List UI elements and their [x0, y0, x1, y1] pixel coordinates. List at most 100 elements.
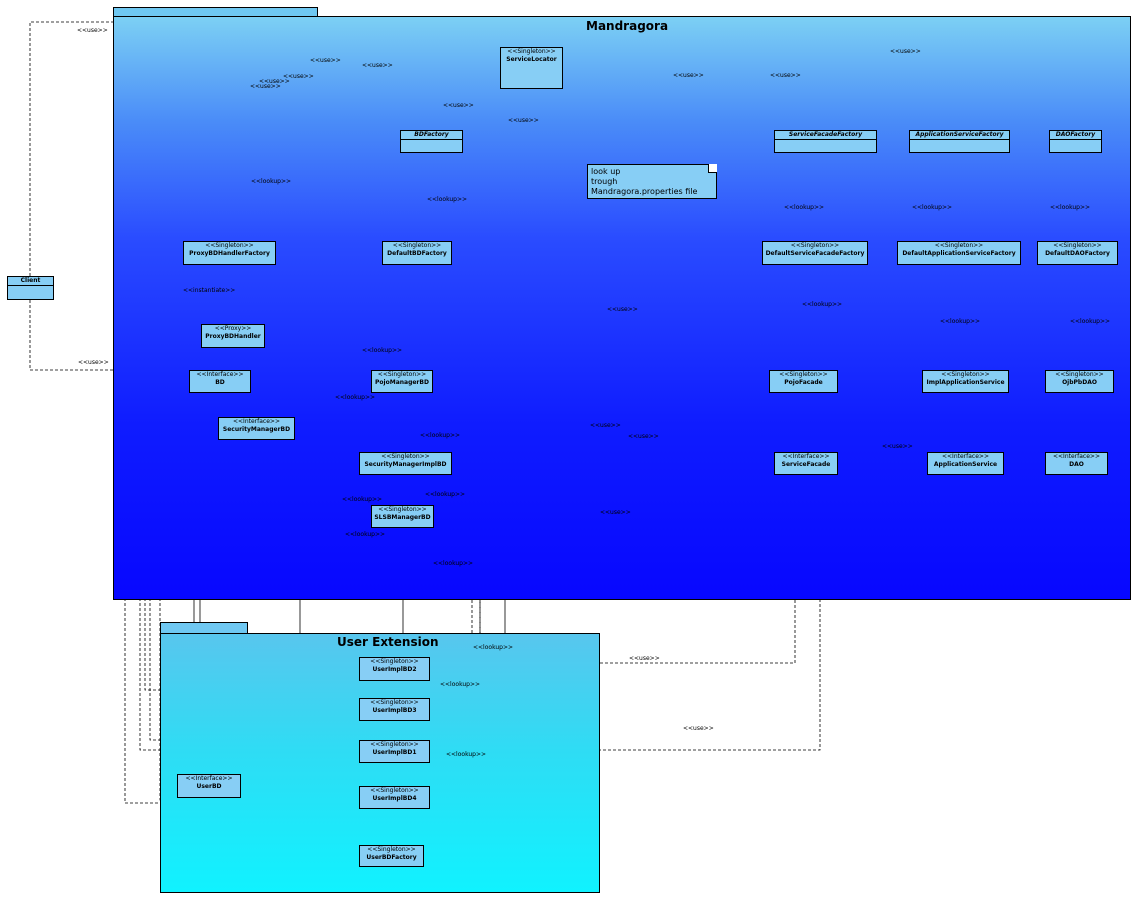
class-client[interactable]: Client: [7, 276, 54, 300]
class-service-facade-stereotype: <<Interface>>: [782, 453, 830, 460]
class-user-bd-factory-stereotype: <<Singleton>>: [367, 846, 416, 853]
label-use-client-bd: <<use>>: [78, 359, 109, 366]
class-slsb-manager-bd-name: SLSBManagerBD: [374, 514, 431, 521]
label-lookup-2: <<lookup>>: [427, 196, 468, 203]
class-bd[interactable]: <<Interface>> BD: [189, 370, 251, 393]
class-security-manager-bd-name: SecurityManagerBD: [222, 426, 291, 433]
package-mandragora-tab: [113, 7, 318, 17]
note-line-2: trough: [591, 177, 618, 186]
note-line-3: Mandragora.properties file: [591, 187, 698, 196]
label-use-6: <<use>>: [673, 72, 704, 79]
class-service-facade-factory[interactable]: ServiceFacadeFactory: [774, 130, 877, 153]
label-use-14: <<use>>: [882, 443, 913, 450]
label-use-17: <<use>>: [683, 725, 714, 732]
label-use-7: <<use>>: [770, 72, 801, 79]
class-security-manager-bd[interactable]: <<Interface>> SecurityManagerBD: [218, 417, 295, 440]
label-lookup-1: <<lookup>>: [251, 178, 292, 185]
class-user-impl-bd2[interactable]: <<Singleton>> UserImplBD2: [359, 657, 430, 681]
label-use-13: <<use>>: [628, 433, 659, 440]
class-ojb-pb-dao[interactable]: <<Singleton>> OjbPbDAO: [1045, 370, 1114, 393]
class-user-impl-bd1[interactable]: <<Singleton>> UserImplBD1: [359, 740, 430, 763]
class-slsb-manager-bd[interactable]: <<Singleton>> SLSBManagerBD: [371, 505, 434, 528]
class-bd-factory[interactable]: BDFactory: [400, 130, 463, 153]
class-default-dao-factory[interactable]: <<Singleton>> DefaultDAOFactory: [1037, 241, 1118, 265]
class-dao-factory[interactable]: DAOFactory: [1049, 130, 1102, 153]
class-default-service-facade-factory[interactable]: <<Singleton>> DefaultServiceFacadeFactor…: [762, 241, 868, 265]
class-impl-application-service-stereotype: <<Singleton>>: [941, 371, 990, 378]
label-use-3: <<use>>: [283, 73, 314, 80]
class-default-bd-factory-name: DefaultBDFactory: [387, 250, 447, 257]
class-impl-application-service[interactable]: <<Singleton>> ImplApplicationService: [922, 370, 1009, 393]
class-default-bd-factory[interactable]: <<Singleton>> DefaultBDFactory: [382, 241, 452, 265]
class-service-locator[interactable]: <<Singleton>> ServiceLocator: [500, 47, 563, 89]
class-bd-name: BD: [215, 379, 225, 386]
class-user-impl-bd2-stereotype: <<Singleton>>: [370, 658, 419, 665]
class-proxy-bd-handler-factory-stereotype: <<Singleton>>: [205, 242, 254, 249]
label-lookup-15: <<lookup>>: [433, 560, 474, 567]
class-proxy-bd-handler-stereotype: <<Proxy>>: [214, 325, 252, 332]
class-pojo-manager-bd-stereotype: <<Singleton>>: [377, 371, 427, 378]
package-mandragora[interactable]: [113, 16, 1131, 600]
class-application-service-factory[interactable]: ApplicationServiceFactory: [909, 130, 1010, 153]
class-ojb-pb-dao-name: OjbPbDAO: [1062, 379, 1097, 386]
label-lookup-14: <<lookup>>: [345, 531, 386, 538]
label-use-10: <<use>>: [508, 117, 539, 124]
class-user-impl-bd1-name: UserImplBD1: [372, 749, 417, 756]
class-user-impl-bd4[interactable]: <<Singleton>> UserImplBD4: [359, 786, 430, 809]
note-fold-corner: [708, 164, 717, 173]
class-user-impl-bd3-name: UserImplBD3: [372, 707, 417, 714]
class-pojo-manager-bd-name: PojoManagerBD: [375, 379, 429, 386]
class-slsb-manager-bd-stereotype: <<Singleton>>: [378, 506, 427, 513]
label-use-11: <<use>>: [607, 306, 638, 313]
class-user-bd-factory-name: UserBDFactory: [366, 854, 417, 861]
class-service-facade[interactable]: <<Interface>> ServiceFacade: [774, 452, 838, 475]
class-dao[interactable]: <<Interface>> DAO: [1045, 452, 1108, 475]
package-user-extension-tab: [160, 622, 248, 634]
class-bd-stereotype: <<Interface>>: [196, 371, 244, 378]
label-lookup-5: <<lookup>>: [1050, 204, 1091, 211]
class-user-impl-bd4-stereotype: <<Singleton>>: [370, 787, 419, 794]
lookup-note[interactable]: look up trough Mandragora.properties fil…: [587, 164, 717, 199]
class-security-manager-impl-bd-name: SecurityManagerImplBD: [364, 461, 447, 468]
class-default-dao-factory-stereotype: <<Singleton>>: [1053, 242, 1102, 249]
class-user-bd-name: UserBD: [196, 783, 222, 790]
class-security-manager-impl-bd-stereotype: <<Singleton>>: [381, 453, 430, 460]
class-application-service[interactable]: <<Interface>> ApplicationService: [927, 452, 1004, 475]
label-lookup-13: <<lookup>>: [425, 491, 466, 498]
class-user-bd-factory[interactable]: <<Singleton>> UserBDFactory: [359, 845, 424, 867]
class-bd-factory-name: BDFactory: [401, 131, 462, 140]
class-proxy-bd-handler-name: ProxyBDHandler: [205, 333, 261, 340]
label-use-8: <<use>>: [890, 48, 921, 55]
class-service-locator-name: ServiceLocator: [506, 56, 557, 63]
label-lookup-16: <<lookup>>: [473, 644, 514, 651]
label-use-15: <<use>>: [600, 509, 631, 516]
class-pojo-facade[interactable]: <<Singleton>> PojoFacade: [769, 370, 838, 393]
class-dao-stereotype: <<Interface>>: [1053, 453, 1100, 460]
class-proxy-bd-handler-factory-name: ProxyBDHandlerFactory: [189, 250, 270, 257]
class-user-impl-bd3[interactable]: <<Singleton>> UserImplBD3: [359, 698, 430, 721]
class-user-impl-bd4-name: UserImplBD4: [372, 795, 417, 802]
class-default-service-facade-factory-name: DefaultServiceFacadeFactory: [765, 250, 865, 257]
class-service-locator-stereotype: <<Singleton>>: [507, 48, 556, 55]
class-user-bd-stereotype: <<Interface>>: [185, 775, 233, 782]
label-lookup-4: <<lookup>>: [912, 204, 953, 211]
label-lookup-12: <<lookup>>: [342, 496, 383, 503]
class-application-service-name: ApplicationService: [933, 461, 998, 468]
label-instantiate: <<instantiate>>: [183, 287, 236, 294]
class-default-application-service-factory-name: DefaultApplicationServiceFactory: [902, 250, 1016, 257]
class-default-application-service-factory[interactable]: <<Singleton>> DefaultApplicationServiceF…: [897, 241, 1021, 265]
label-lookup-17: <<lookup>>: [440, 681, 481, 688]
class-pojo-manager-bd[interactable]: <<Singleton>> PojoManagerBD: [371, 370, 433, 393]
label-use-4: <<use>>: [259, 78, 290, 85]
class-default-bd-factory-stereotype: <<Singleton>>: [392, 242, 442, 249]
label-use-16: <<use>>: [629, 655, 660, 662]
label-use-2: <<use>>: [362, 62, 393, 69]
class-client-name: Client: [8, 277, 53, 286]
label-lookup-11: <<lookup>>: [420, 432, 461, 439]
class-proxy-bd-handler-factory[interactable]: <<Singleton>> ProxyBDHandlerFactory: [183, 241, 276, 265]
class-user-impl-bd2-name: UserImplBD2: [372, 666, 417, 673]
class-proxy-bd-handler[interactable]: <<Proxy>> ProxyBDHandler: [201, 324, 265, 348]
class-user-bd[interactable]: <<Interface>> UserBD: [177, 774, 241, 798]
class-security-manager-impl-bd[interactable]: <<Singleton>> SecurityManagerImplBD: [359, 452, 452, 475]
class-default-dao-factory-name: DefaultDAOFactory: [1045, 250, 1110, 257]
